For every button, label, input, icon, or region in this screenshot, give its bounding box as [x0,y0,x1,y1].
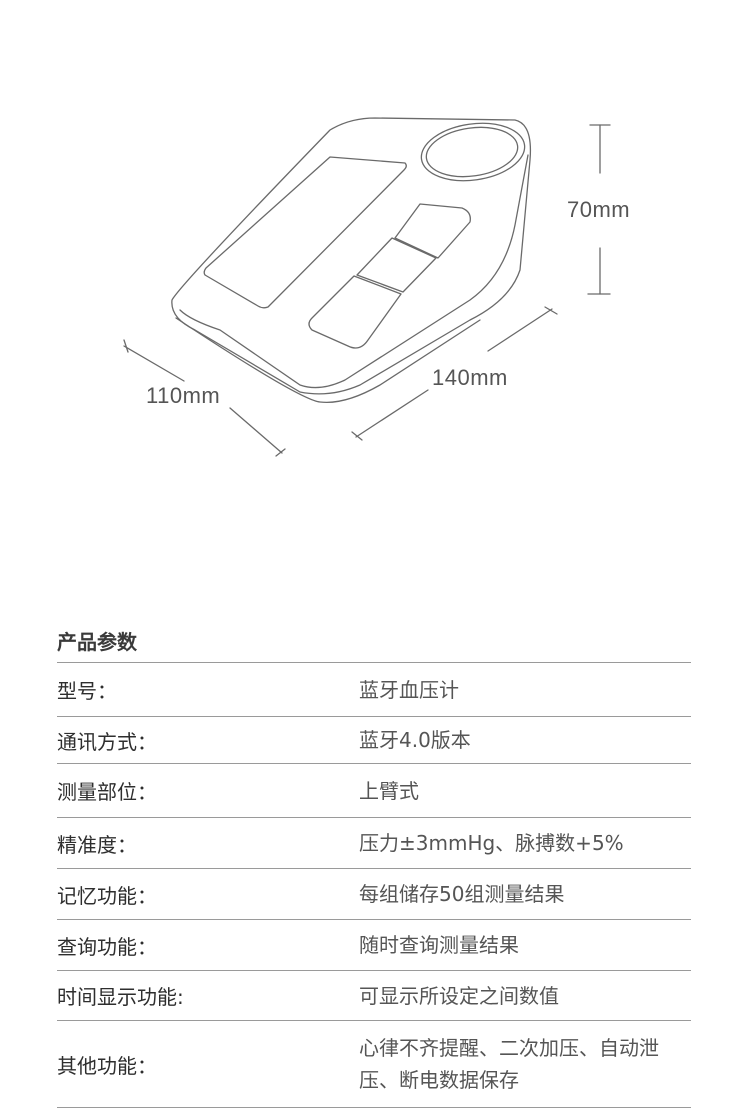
device-port-inner [425,126,519,178]
spec-table: 产品参数 型号： 蓝牙血压计 通讯方式： 蓝牙4.0版本 测量部位： 上臂式 精… [57,622,691,1108]
spec-value: 压力±3mmHg、脉搏数+5% [359,831,624,855]
spec-label: 通讯方式： [57,729,157,754]
spec-row-connectivity: 通讯方式： 蓝牙4.0版本 [57,717,691,764]
spec-row-query: 查询功能： 随时查询测量结果 [57,920,691,971]
device-button-1 [394,203,471,259]
spec-row-accuracy: 精准度： 压力±3mmHg、脉搏数+5% [57,818,691,869]
device-base-edge [175,317,481,404]
device-button-2 [356,237,437,293]
spec-label: 记忆功能： [57,883,157,908]
spec-section-title: 产品参数 [57,622,691,663]
length-dimension-label: 140mm [432,365,508,390]
device-button-3 [308,275,402,349]
spec-value: 心律不齐提醒、二次加压、自动泄压、断电数据保存 [359,1036,659,1092]
width-dimension-label: 110mm [146,383,221,408]
width-dimension-line [123,339,286,457]
device-port-outer [420,122,526,182]
spec-value: 可显示所设定之间数值 [359,983,559,1008]
spec-row-memory: 记忆功能： 每组储存50组测量结果 [57,869,691,920]
device-body-outline [171,117,532,395]
spec-label: 型号： [57,679,117,703]
product-line-drawing [123,117,611,457]
spec-row-time-display: 时间显示功能: 可显示所设定之间数值 [57,971,691,1021]
spec-value: 随时查询测量结果 [359,933,519,957]
spec-row-other: 其他功能： 心律不齐提醒、二次加压、自动泄压、断电数据保存 [57,1021,691,1108]
spec-value: 上臂式 [359,778,419,803]
spec-row-model: 型号： 蓝牙血压计 [57,663,691,717]
height-dimension-label: 70mm [567,197,631,222]
length-dimension-line [351,306,558,441]
spec-value: 蓝牙血压计 [359,677,459,702]
spec-value: 蓝牙4.0版本 [359,728,471,752]
spec-label: 其他功能： [57,1053,157,1078]
spec-label: 测量部位： [57,780,157,804]
device-screen [203,156,407,309]
spec-value: 每组储存50组测量结果 [359,882,565,906]
spec-label: 精准度： [57,832,137,857]
spec-label: 时间显示功能: [57,985,184,1009]
height-dimension-line [587,124,611,295]
device-top-face [179,154,529,389]
spec-row-measure-site: 测量部位： 上臂式 [57,764,691,818]
spec-label: 查询功能： [57,934,157,959]
